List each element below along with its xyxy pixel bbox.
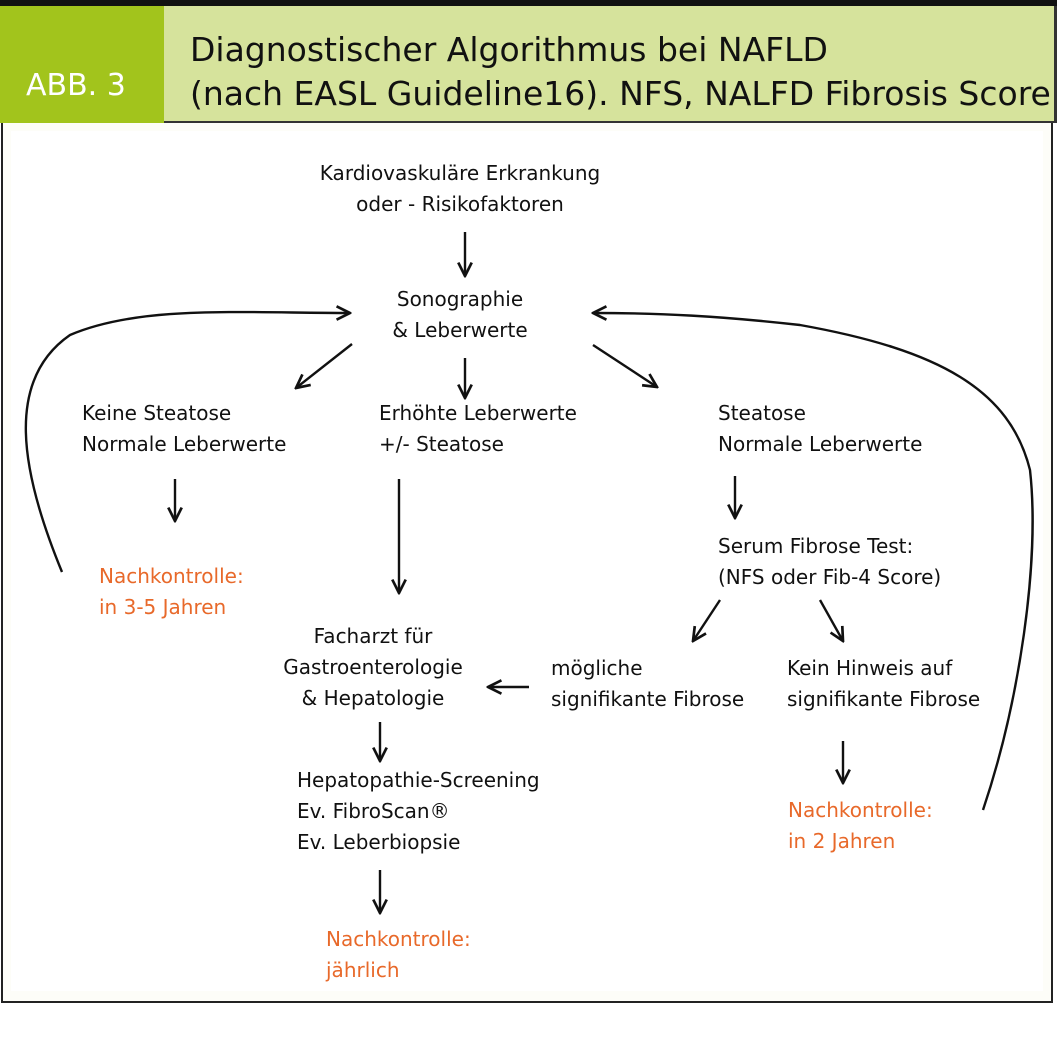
node-line: Ev. Leberbiopsie	[297, 830, 461, 854]
node-line: jährlich	[326, 958, 400, 982]
node-line: in 2 Jahren	[788, 829, 896, 853]
figure-title-line-2: (nach EASL Guideline16). NFS, NALFD Fibr…	[190, 74, 1051, 113]
node-line: Nachkontrolle:	[788, 798, 933, 822]
diagram-panel	[1, 123, 1053, 1003]
node-serum-fibrosis-test: Serum Fibrose Test: (NFS oder Fib-4 Scor…	[718, 531, 941, 593]
node-no-significant-fibrosis: Kein Hinweis auf signifikante Fibrose	[787, 653, 980, 715]
node-line: Sonographie	[396, 287, 524, 311]
node-possible-fibrosis: mögliche signifikante Fibrose	[551, 653, 744, 715]
node-followup-3-5-years: Nachkontrolle: in 3-5 Jahren	[99, 561, 244, 623]
node-cardiovascular: Kardiovaskuläre Erkrankung oder - Risiko…	[300, 158, 620, 220]
node-line: Hepatopathie-Screening	[297, 768, 540, 792]
top-rule	[0, 0, 1057, 6]
node-followup-2-years: Nachkontrolle: in 2 Jahren	[788, 795, 933, 857]
node-followup-yearly: Nachkontrolle: jährlich	[326, 924, 471, 986]
figure-header: ABB. 3 Diagnostischer Algorithmus bei NA…	[0, 6, 1057, 123]
node-line: Kardiovaskuläre Erkrankung	[319, 161, 601, 185]
node-line: signifikante Fibrose	[551, 687, 745, 711]
node-line: mögliche	[551, 656, 643, 680]
node-line: Erhöhte Leberwerte	[379, 401, 577, 425]
node-line: oder - Risikofaktoren	[356, 192, 564, 216]
node-sonography: Sonographie & Leberwerte	[360, 284, 560, 346]
node-line: Ev. FibroScan®	[297, 799, 450, 823]
node-specialist: Facharzt für Gastroenterologie & Hepatol…	[268, 621, 478, 714]
node-line: signifikante Fibrose	[787, 687, 981, 711]
node-line: Nachkontrolle:	[99, 564, 244, 588]
node-line: (NFS oder Fib-4 Score)	[718, 565, 942, 589]
node-line: Steatose	[718, 401, 806, 425]
node-line: +/- Steatose	[379, 432, 504, 456]
node-line: Normale Leberwerte	[82, 432, 287, 456]
node-hepatopathy-screening: Hepatopathie-Screening Ev. FibroScan® Ev…	[297, 765, 540, 858]
figure-number-badge: ABB. 3	[0, 6, 164, 123]
node-line: Keine Steatose	[82, 401, 232, 425]
figure-title-line-1: Diagnostischer Algorithmus bei NAFLD	[190, 30, 828, 69]
node-line: in 3-5 Jahren	[99, 595, 227, 619]
node-line: Serum Fibrose Test:	[718, 534, 914, 558]
node-line: Facharzt für	[313, 624, 433, 648]
node-steatosis: Steatose Normale Leberwerte	[718, 398, 922, 460]
figure-title: Diagnostischer Algorithmus bei NAFLD (na…	[164, 6, 1057, 123]
node-line: Kein Hinweis auf	[787, 656, 953, 680]
node-line: Normale Leberwerte	[718, 432, 923, 456]
node-no-steatosis: Keine Steatose Normale Leberwerte	[82, 398, 286, 460]
node-line: & Hepatologie	[301, 686, 445, 710]
node-elevated-liver-values: Erhöhte Leberwerte +/- Steatose	[379, 398, 577, 460]
node-line: Nachkontrolle:	[326, 927, 471, 951]
node-line: & Leberwerte	[392, 318, 528, 342]
node-line: Gastroenterologie	[283, 655, 463, 679]
